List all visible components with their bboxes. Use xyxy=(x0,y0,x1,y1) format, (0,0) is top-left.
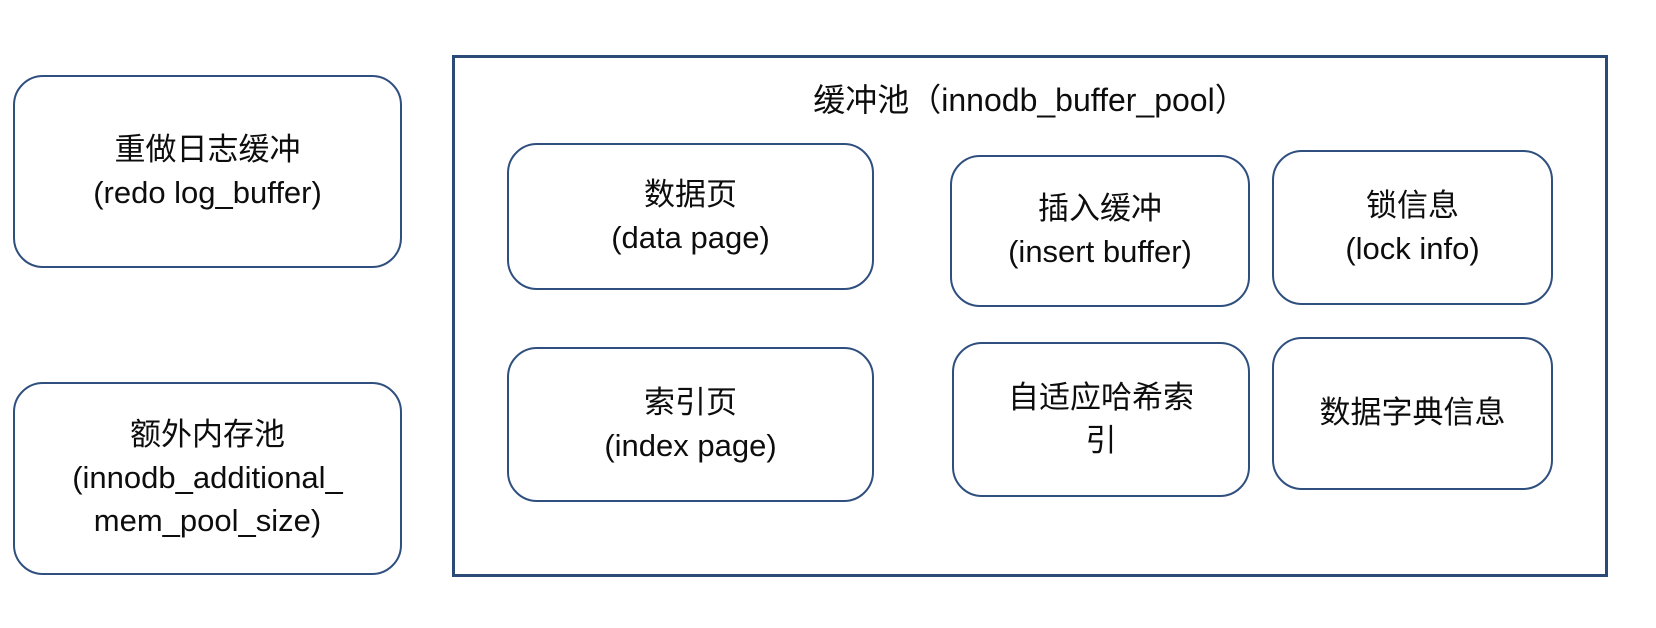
node-data-dictionary-info-label: 数据字典信息 xyxy=(1319,395,1506,431)
node-data-dictionary-info: 数据字典信息 xyxy=(1272,337,1553,490)
node-data-page: 数据页 (data page) xyxy=(507,143,874,290)
node-index-page-label: 索引页 (index page) xyxy=(604,384,777,463)
node-adaptive-hash-index: 自适应哈希索 引 xyxy=(952,342,1250,497)
node-data-page-label: 数据页 (data page) xyxy=(611,176,770,255)
node-insert-buffer: 插入缓冲 (insert buffer) xyxy=(950,155,1250,307)
node-lock-info: 锁信息 (lock info) xyxy=(1272,150,1553,305)
node-redo-log-buffer-label: 重做日志缓冲 (redo log_buffer) xyxy=(93,131,322,210)
node-additional-mem-pool: 额外内存池 (innodb_additional_ mem_pool_size) xyxy=(13,382,402,575)
node-lock-info-label: 锁信息 (lock info) xyxy=(1345,187,1480,266)
node-insert-buffer-label: 插入缓冲 (insert buffer) xyxy=(1008,191,1192,269)
node-adaptive-hash-index-label: 自适应哈希索 引 xyxy=(1008,379,1194,458)
node-index-page: 索引页 (index page) xyxy=(507,347,874,502)
node-redo-log-buffer: 重做日志缓冲 (redo log_buffer) xyxy=(13,75,402,268)
buffer-pool-title: 缓冲池（innodb_buffer_pool） xyxy=(813,82,1247,118)
node-additional-mem-pool-label: 额外内存池 (innodb_additional_ mem_pool_size) xyxy=(72,417,343,538)
